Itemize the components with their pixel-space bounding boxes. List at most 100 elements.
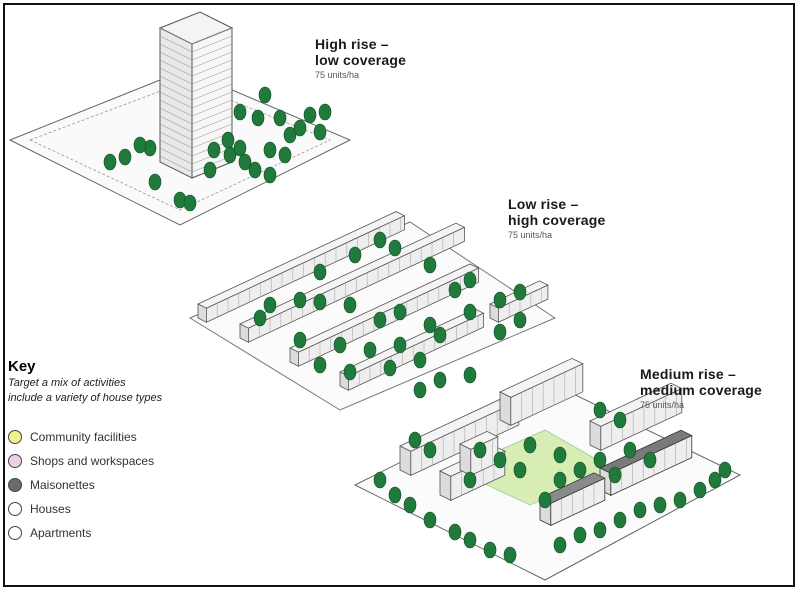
tree-mark [103, 153, 117, 171]
tree-mark [503, 546, 517, 564]
tree-mark [653, 496, 667, 514]
tree-mark [493, 451, 507, 469]
legend-swatch-icon [8, 502, 22, 516]
medium-rise-title-line1: Medium rise – [640, 366, 736, 382]
tree-mark [513, 461, 527, 479]
tree-mark [513, 283, 527, 301]
legend-item-label: Community facilities [30, 430, 137, 444]
tree-mark [613, 511, 627, 529]
tree-mark [233, 103, 247, 121]
tree-mark [553, 471, 567, 489]
tree-mark [463, 366, 477, 384]
tree-mark [463, 271, 477, 289]
tree-mark [593, 401, 607, 419]
image-frame [3, 3, 795, 587]
tree-mark [553, 446, 567, 464]
tree-mark [463, 471, 477, 489]
tree-mark [433, 371, 447, 389]
high-rise-label: High rise – low coverage 75 units/ha [315, 36, 406, 80]
legend-item-label: Maisonettes [30, 478, 95, 492]
legend-description-line2: include a variety of house types [8, 392, 163, 404]
tree-mark [433, 326, 447, 344]
legend: Key Target a mix of activities include a… [8, 358, 248, 545]
tree-mark [348, 246, 362, 264]
tree-mark [643, 451, 657, 469]
tree-mark [233, 139, 247, 157]
tree-mark [423, 316, 437, 334]
tree-mark [593, 451, 607, 469]
tree-mark [538, 491, 552, 509]
legend-item: Maisonettes [8, 473, 248, 497]
legend-description-line1: Target a mix of activities [8, 377, 126, 389]
tree-mark [283, 126, 297, 144]
tree-mark [148, 173, 162, 191]
legend-swatch-icon [8, 430, 22, 444]
tree-mark [708, 471, 722, 489]
legend-item: Community facilities [8, 425, 248, 449]
tree-mark [493, 291, 507, 309]
tree-mark [383, 359, 397, 377]
tree-mark [473, 441, 487, 459]
tree-mark [273, 109, 287, 127]
legend-title: Key [8, 358, 36, 375]
tree-mark [393, 303, 407, 321]
high-rise-density: 75 units/ha [315, 70, 360, 80]
tree-mark [293, 291, 307, 309]
tree-mark [608, 466, 622, 484]
medium-rise-density: 75 units/ha [640, 400, 685, 410]
tree-mark [248, 161, 262, 179]
low-rise-title-line1: Low rise – [508, 196, 579, 212]
tree-mark [573, 526, 587, 544]
tree-mark [393, 336, 407, 354]
tree-mark [313, 263, 327, 281]
tree-mark [553, 536, 567, 554]
high-rise-title-line1: High rise – [315, 36, 389, 52]
tree-mark [373, 471, 387, 489]
tree-mark [613, 411, 627, 429]
tree-mark [303, 106, 317, 124]
tree-mark [221, 131, 235, 149]
tree-mark [573, 461, 587, 479]
tree-mark [718, 461, 732, 479]
tree-mark [388, 239, 402, 257]
tree-mark [333, 336, 347, 354]
medium-rise-label: Medium rise – medium coverage 75 units/h… [640, 366, 762, 410]
legend-item: Apartments [8, 521, 248, 545]
tree-mark [258, 86, 272, 104]
tree-mark [388, 486, 402, 504]
tree-mark [343, 296, 357, 314]
tree-mark [253, 309, 267, 327]
legend-swatch-icon [8, 526, 22, 540]
tree-mark [263, 166, 277, 184]
tree-mark [633, 501, 647, 519]
tree-mark [513, 311, 527, 329]
tree-mark [423, 511, 437, 529]
tree-mark [318, 103, 332, 121]
legend-item-label: Apartments [30, 526, 92, 540]
legend-item: Shops and workspaces [8, 449, 248, 473]
tree-mark [403, 496, 417, 514]
tree-mark [207, 141, 221, 159]
tree-mark [278, 146, 292, 164]
tree-mark [408, 431, 422, 449]
tree-mark [373, 231, 387, 249]
legend-item: Houses [8, 497, 248, 521]
tree-mark [293, 331, 307, 349]
tree-mark [363, 341, 377, 359]
tree-mark [313, 293, 327, 311]
tree-mark [118, 148, 132, 166]
tree-mark [448, 281, 462, 299]
low-rise-title-line2: high coverage [508, 212, 606, 228]
tree-mark [343, 363, 357, 381]
tree-mark [251, 109, 265, 127]
tree-mark [493, 323, 507, 341]
tree-mark [463, 303, 477, 321]
tree-mark [373, 311, 387, 329]
legend-swatch-icon [8, 478, 22, 492]
tree-mark [133, 136, 147, 154]
tree-mark [263, 141, 277, 159]
tree-mark [183, 194, 197, 212]
medium-rise-title-line2: medium coverage [640, 382, 763, 398]
